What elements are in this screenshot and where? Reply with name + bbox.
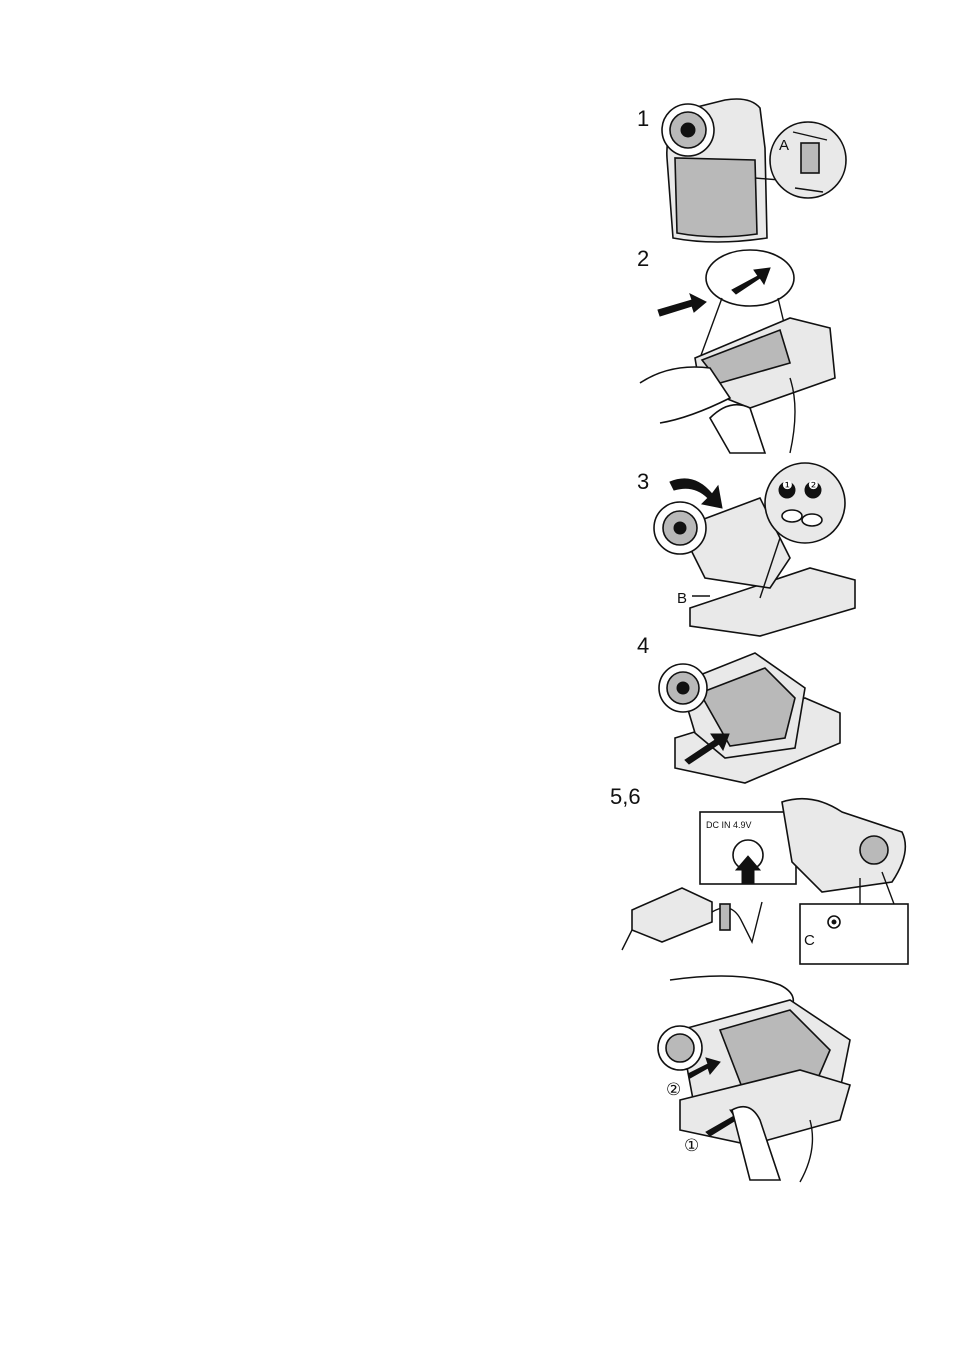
step-1-number: 1 (637, 106, 649, 132)
step-1-camera-illustration (655, 88, 850, 248)
step-3-number: 3 (637, 469, 649, 495)
callout-c: C (804, 932, 815, 949)
step-4-camera-lock-illustration (655, 638, 845, 788)
step-3-camera-mount-illustration (650, 468, 860, 638)
callout-a: A (779, 137, 789, 154)
callout-filled-1: ❶ (782, 478, 793, 492)
callout-circled-2: ② (666, 1080, 681, 1100)
callout-b: B (677, 590, 687, 607)
dc-in-jack-label: DC IN 4.9V (706, 820, 752, 830)
step-4-number: 4 (637, 633, 649, 659)
removal-step-illustration (640, 970, 860, 1185)
callout-circled-1: ① (684, 1136, 699, 1156)
callout-filled-2: ❷ (808, 478, 819, 492)
step-2-battery-removal-illustration (640, 248, 840, 458)
step-5-6-ac-adaptor-illustration: DC IN 4.9V (612, 792, 912, 967)
